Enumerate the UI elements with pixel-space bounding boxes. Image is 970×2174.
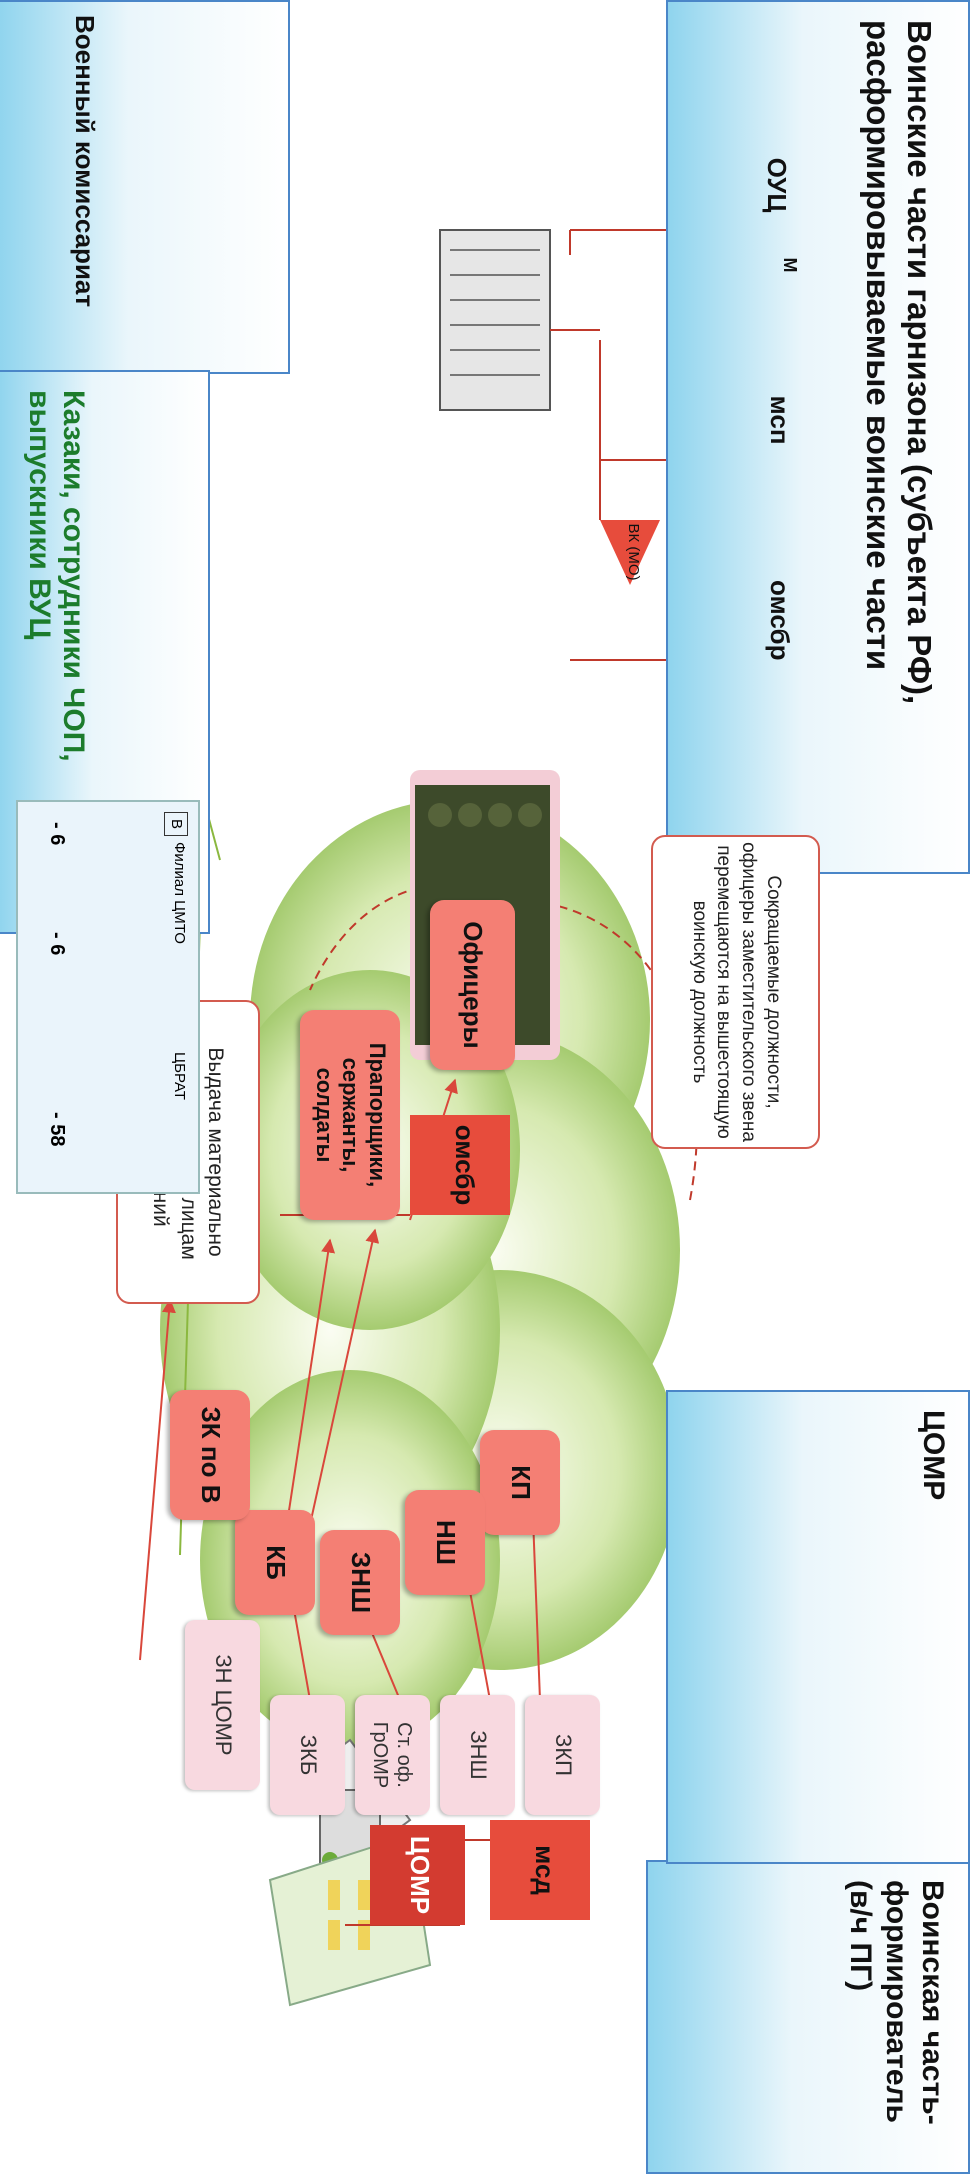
garrison-title: Воинские части гарнизона (субъекта РФ), …: [859, 20, 938, 705]
position-kb: КБ: [235, 1510, 315, 1615]
position-kp: КП: [480, 1430, 560, 1535]
enlist-office-building: [439, 229, 660, 585]
officers-node: Офицеры: [430, 900, 515, 1070]
position-nsh: НШ: [405, 1490, 485, 1595]
flag-label-vk: ВК (МО): [625, 523, 642, 581]
reduction-note: Сокращаемые должности, офицеры заместите…: [651, 835, 820, 1149]
former-unit-title: Воинская часть-формирователь (в/ч ПГ): [844, 1880, 949, 2125]
tsomr-title: ЦОМР: [917, 1410, 950, 1501]
tsomr-campus-image: [268, 1825, 465, 2007]
enlist-office-title: Военный комиссариат: [70, 15, 100, 308]
warehouse-right-title: ЦБРАТ: [171, 1052, 188, 1100]
position-znsh-top: ЗНШ: [440, 1695, 515, 1815]
enlisted-node: Прапорщики, сержанты, солдаты: [300, 1010, 400, 1220]
flag-label-ouc: ОУЦ: [762, 157, 792, 213]
position-zkp: ЗКП: [525, 1695, 600, 1815]
flag-label-m: М: [780, 257, 800, 273]
warehouse-num-3: - 58: [46, 1112, 68, 1147]
position-st-of-gromr: Ст. оф. ГрОМР: [355, 1695, 430, 1815]
warehouse-num-1: - 6: [46, 822, 68, 846]
warehouse-num-2: - 6: [46, 932, 68, 956]
warehouse-left-title: Филиал ЦМТО: [171, 842, 188, 944]
flag-label-msd: мсд: [530, 1845, 560, 1895]
panel-enlist-office: [0, 0, 290, 374]
position-zn-tsomr: ЗН ЦОМР: [185, 1620, 260, 1790]
position-zkb: ЗКБ: [270, 1695, 345, 1815]
warehouse-panel: В Филиал ЦМТО ЦБРАТ - 6 - 6 - 58: [16, 800, 200, 1194]
flag-label-tsomr: ЦОМР: [405, 1835, 435, 1915]
flag-label-omsbr-garrison: омсбр: [765, 580, 795, 661]
position-zk-po-v: ЗК по В: [170, 1390, 250, 1520]
flag-label-msp: мсп: [765, 395, 795, 445]
position-znsh: ЗНШ: [320, 1530, 400, 1635]
flag-label-omsbr-center: омсбр: [450, 1124, 480, 1206]
warehouse-letter: В: [164, 812, 188, 836]
